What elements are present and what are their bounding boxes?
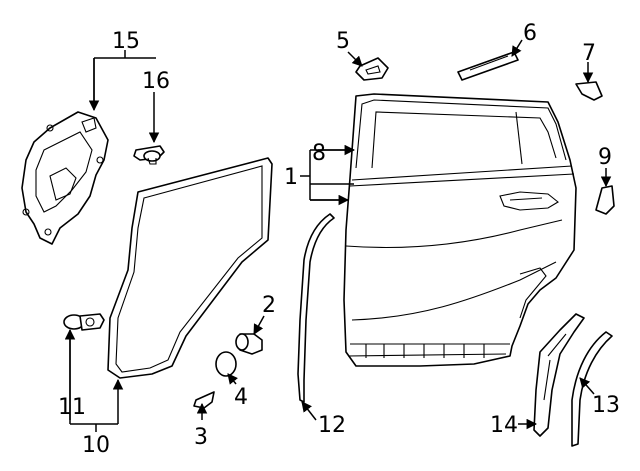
callout-14: 14 bbox=[490, 413, 518, 438]
callout-10: 10 bbox=[82, 433, 110, 458]
callout-15: 15 bbox=[112, 29, 140, 54]
clip-part-11 bbox=[63, 313, 105, 331]
strip-part-6 bbox=[457, 51, 519, 81]
callout-12: 12 bbox=[318, 413, 346, 438]
clip-part-5 bbox=[355, 57, 389, 81]
callout-16: 16 bbox=[142, 69, 170, 94]
strip-part-12 bbox=[297, 213, 335, 403]
small-bracket-part bbox=[193, 391, 215, 409]
service-hole-cover-part bbox=[21, 111, 109, 245]
callout-4: 4 bbox=[234, 385, 248, 410]
callout-9: 9 bbox=[598, 145, 612, 170]
callout-8: 8 bbox=[312, 141, 326, 166]
callout-11: 11 bbox=[58, 395, 86, 420]
callout-labels: 15 16 5 6 7 8 1 9 2 4 3 11 10 12 14 13 bbox=[58, 21, 620, 458]
callout-2: 2 bbox=[262, 293, 276, 318]
clip-part-16 bbox=[133, 145, 165, 165]
door-bumper-part bbox=[235, 333, 263, 355]
callout-7: 7 bbox=[582, 41, 596, 66]
leader-lines bbox=[64, 39, 612, 432]
callout-13: 13 bbox=[592, 393, 620, 418]
bracket-part-7 bbox=[575, 81, 603, 101]
callout-3: 3 bbox=[194, 425, 208, 450]
cover-part-9 bbox=[595, 185, 615, 215]
plug-part bbox=[215, 351, 237, 377]
molding-part-13 bbox=[571, 331, 613, 447]
callout-5: 5 bbox=[336, 29, 350, 54]
callout-6: 6 bbox=[523, 21, 537, 46]
door-weatherstrip-part bbox=[107, 157, 273, 379]
callout-1: 1 bbox=[284, 165, 298, 190]
rear-door-shell bbox=[343, 93, 577, 367]
